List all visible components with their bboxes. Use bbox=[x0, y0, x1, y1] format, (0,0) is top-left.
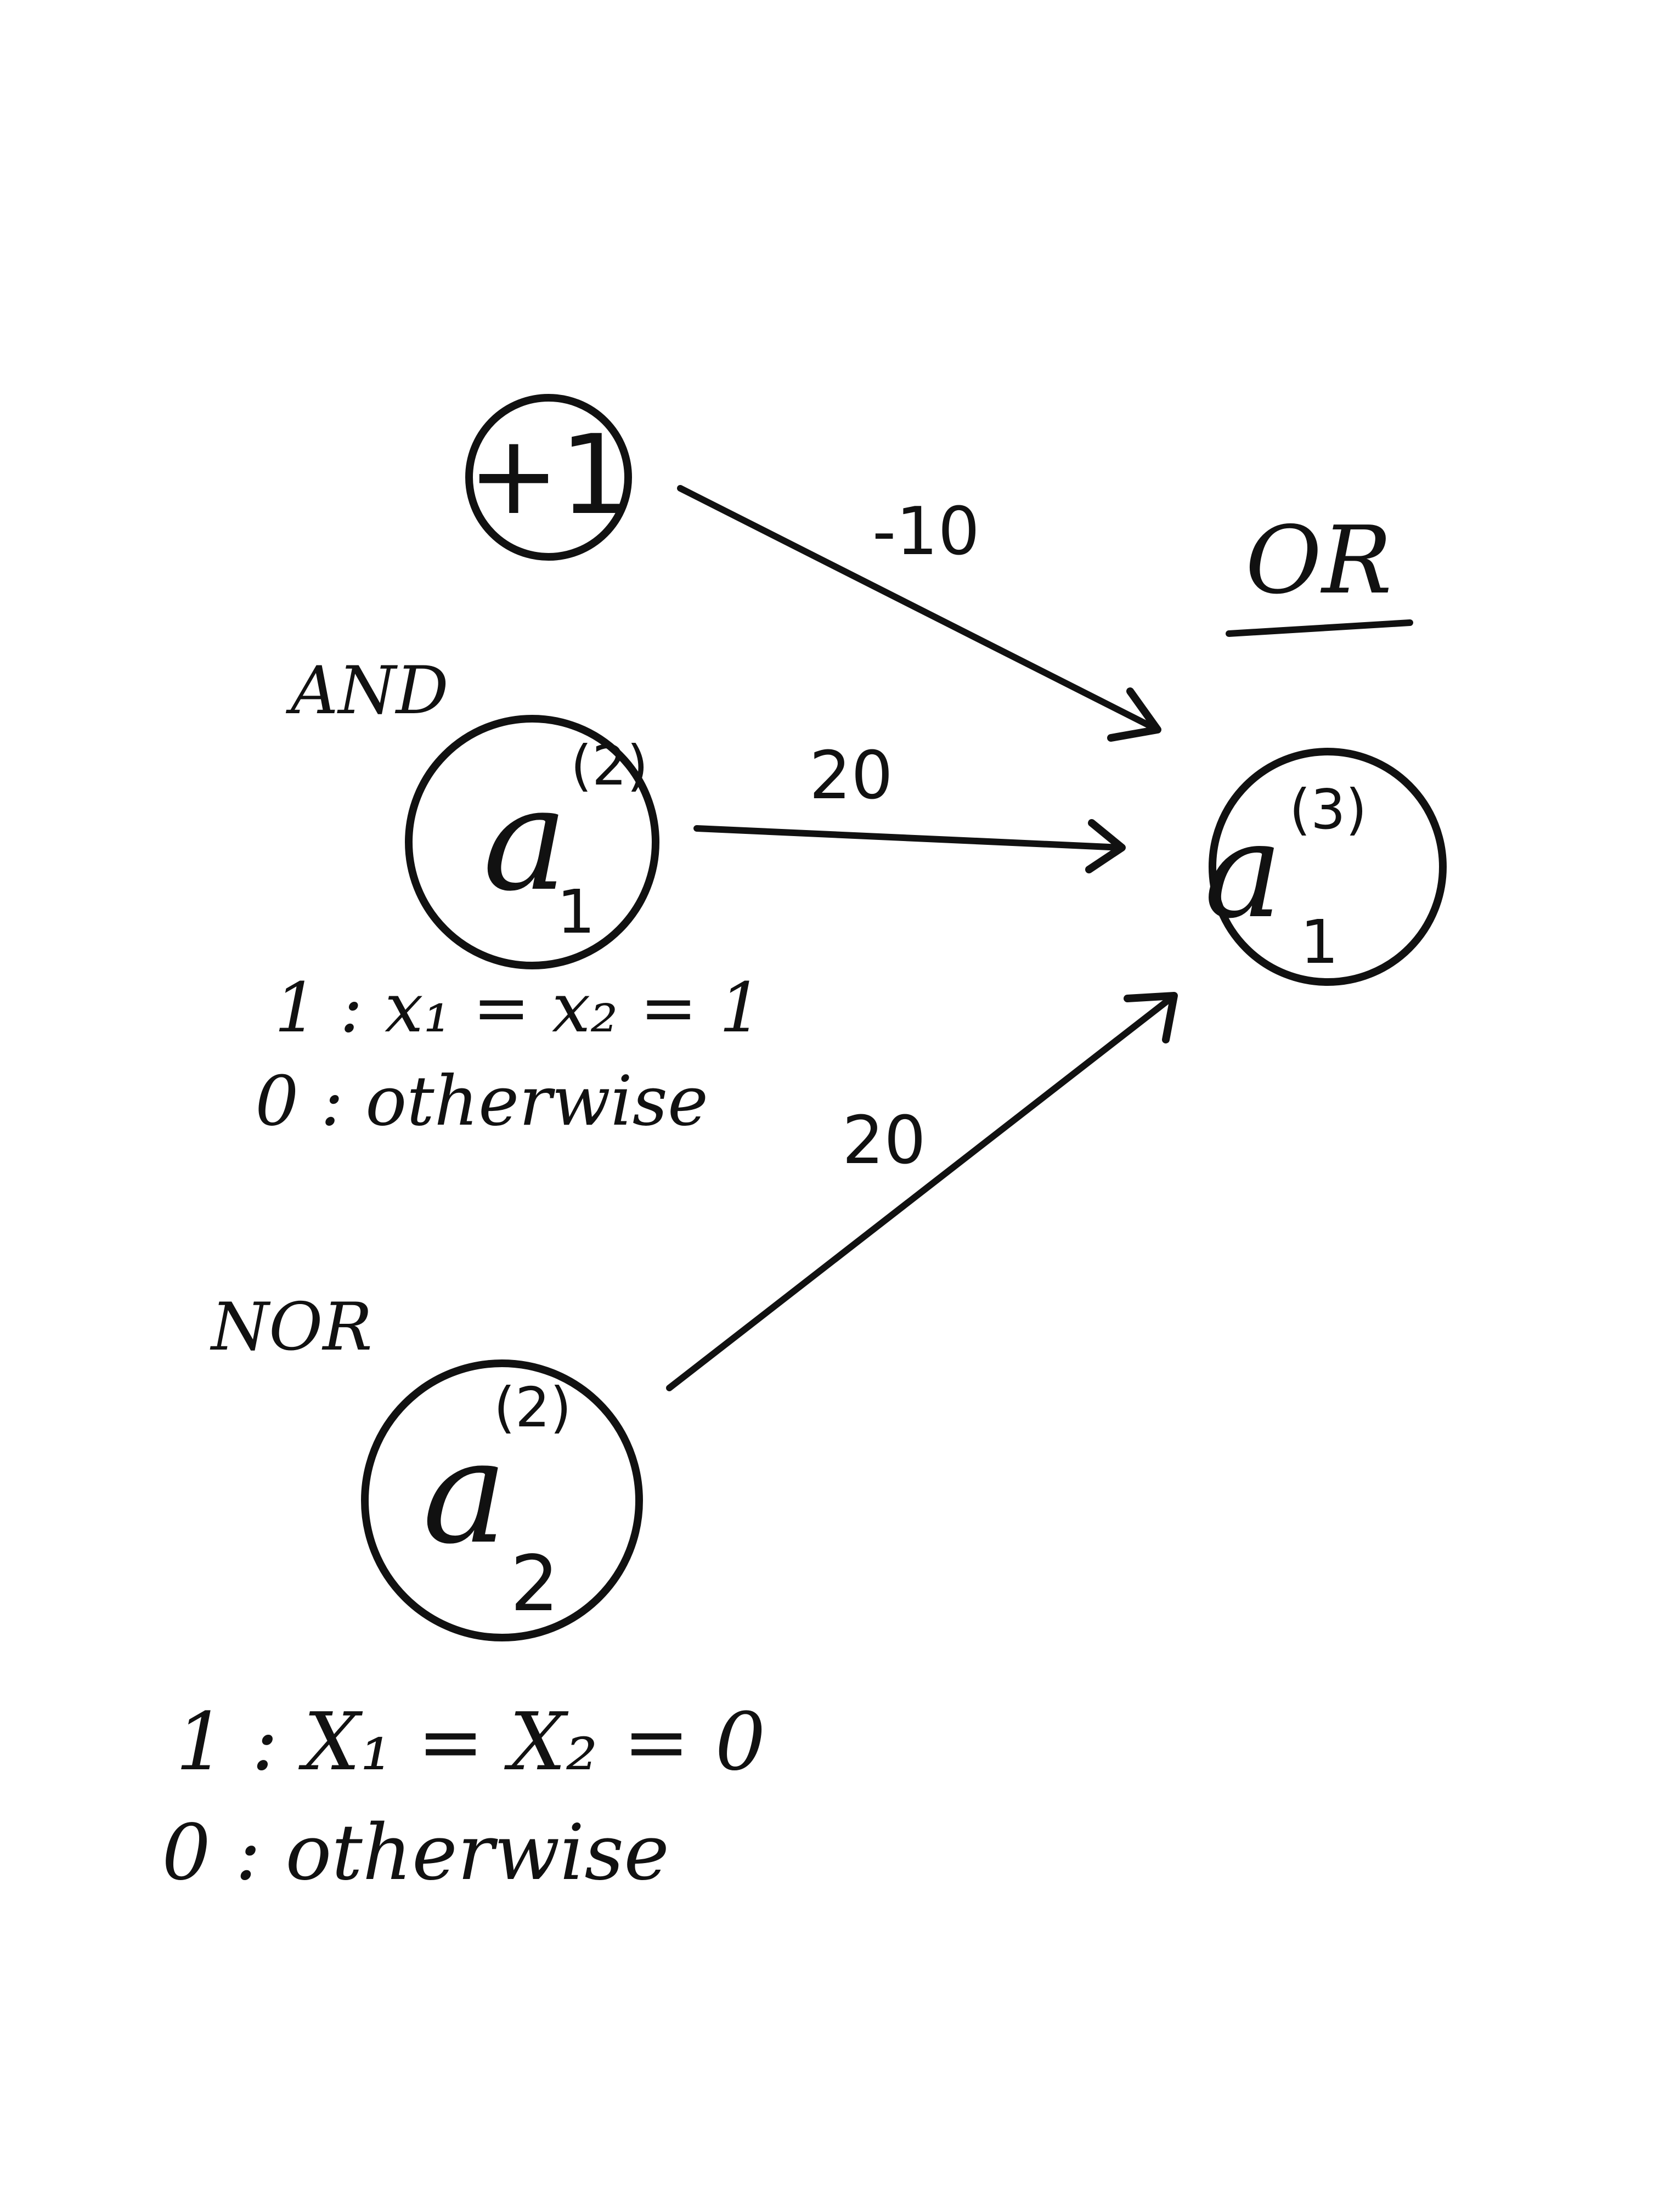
output-node-a1-subscript: 1 bbox=[1300, 907, 1339, 977]
hidden-node-a1-subscript: 1 bbox=[557, 877, 595, 947]
nor-note-line1: 1 : X₁ = X₂ = 0 bbox=[176, 1696, 766, 1788]
hidden-node-a1: a (2) 1 bbox=[405, 715, 659, 969]
or-underline bbox=[1226, 619, 1413, 637]
hidden-node-a1-circle bbox=[405, 715, 659, 969]
edge-bias-to-output-line bbox=[677, 485, 1161, 733]
hidden-node-a2-circle bbox=[361, 1359, 643, 1641]
hidden-node-a2-base: a bbox=[422, 1410, 507, 1576]
nor-label: NOR bbox=[210, 1289, 373, 1365]
edge-a2-to-output: 20 bbox=[666, 992, 1178, 1391]
or-label: OR bbox=[1245, 506, 1392, 615]
and-note-line2: 0 : otherwise bbox=[255, 1062, 708, 1141]
nor-note-line2: 0 : otherwise bbox=[162, 1808, 669, 1898]
hidden-node-a1-base: a bbox=[483, 757, 568, 923]
weight-a2-to-output: 20 bbox=[842, 1103, 926, 1179]
and-label: AND bbox=[285, 653, 449, 729]
edge-bias-to-output-arrowhead bbox=[1107, 687, 1161, 742]
edge-bias-to-output: -10 bbox=[677, 485, 1161, 742]
hidden-node-a1-superscript: (2) bbox=[571, 733, 648, 798]
edge-a2-to-output-arrowhead bbox=[1124, 992, 1178, 1043]
edge-a2-to-output-line bbox=[666, 992, 1177, 1391]
bias-node-circle bbox=[465, 394, 632, 561]
edge-a1-to-output: 20 bbox=[693, 738, 1126, 873]
bias-node: +1 bbox=[465, 394, 632, 561]
hidden-node-a2-superscript: (2) bbox=[494, 1375, 572, 1440]
weight-a1-to-output: 20 bbox=[809, 738, 893, 814]
weight-bias-to-output: -10 bbox=[872, 494, 980, 570]
hidden-node-a2: a (2) 2 bbox=[361, 1359, 643, 1641]
output-node-a1-base: a bbox=[1204, 794, 1283, 947]
bias-node-label: +1 bbox=[468, 411, 630, 539]
edge-a1-to-output-line bbox=[693, 825, 1125, 851]
output-node-a1-superscript: (3) bbox=[1289, 777, 1367, 842]
output-node-a1: a (3) 1 bbox=[1204, 748, 1447, 986]
output-node-a1-circle bbox=[1209, 748, 1447, 986]
edge-a1-to-output-arrowhead bbox=[1085, 819, 1126, 873]
and-note-line1: 1 : x₁ = x₂ = 1 bbox=[274, 968, 763, 1048]
hidden-node-a2-subscript: 2 bbox=[510, 1539, 559, 1629]
